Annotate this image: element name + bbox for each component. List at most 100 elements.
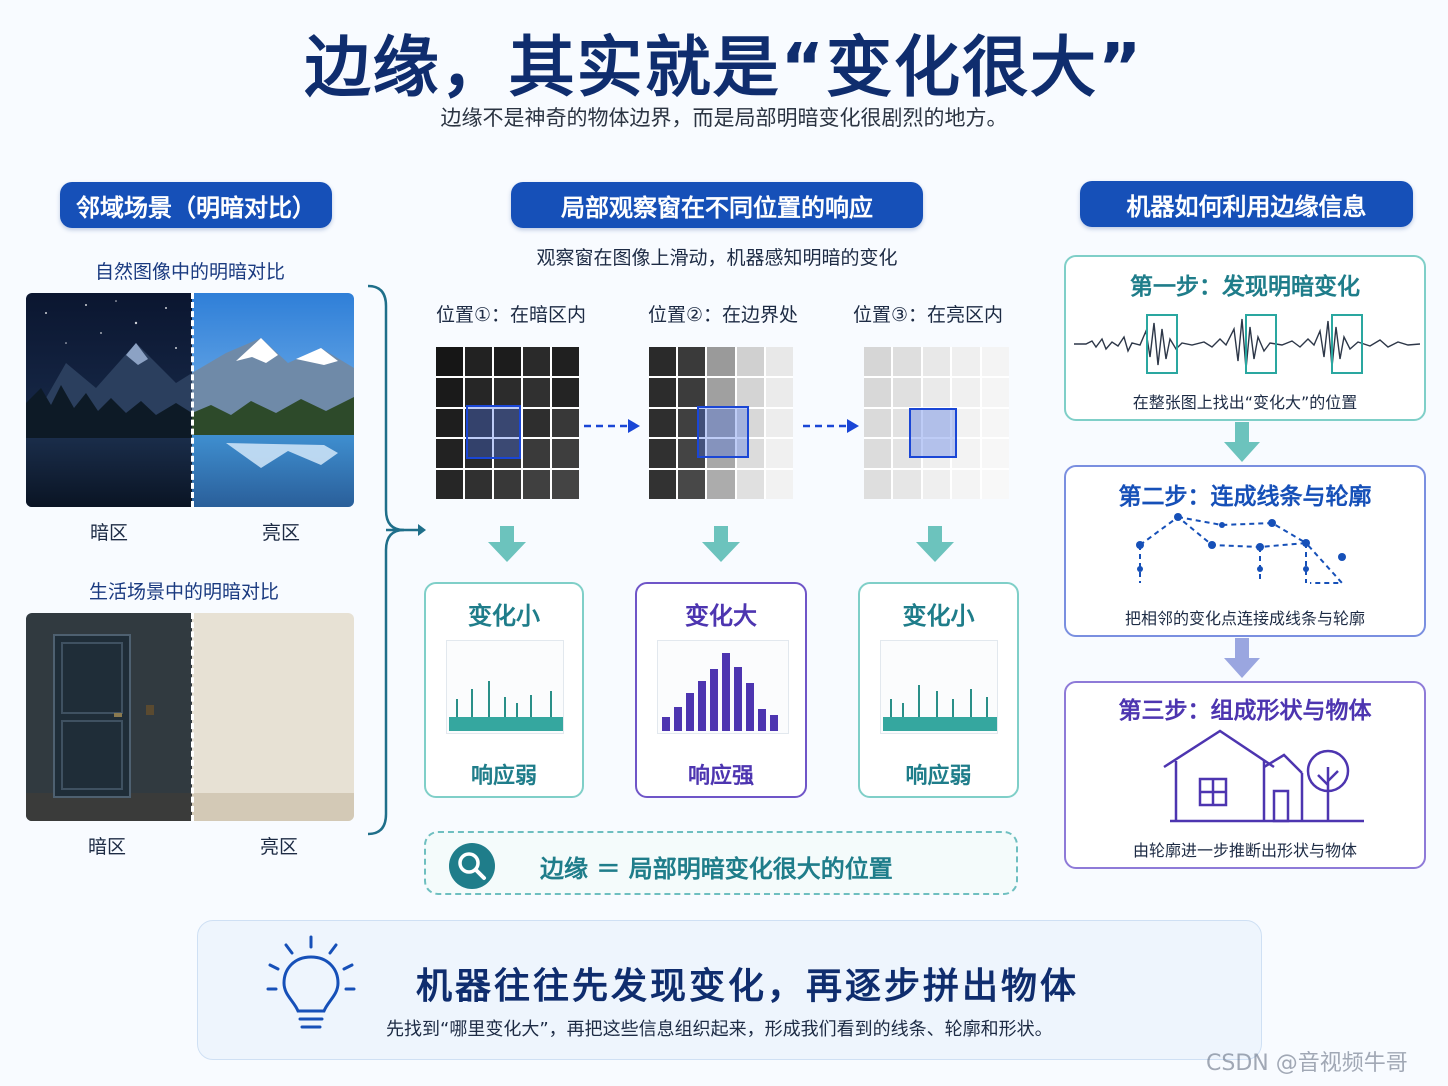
life-split-line (191, 613, 194, 821)
life-caption: 生活场景中的明暗对比 (88, 581, 279, 603)
grid-cell (922, 470, 951, 499)
step-1-caption: 在整张图上找出“变化大”的位置 (1132, 393, 1358, 412)
grid-cell (893, 470, 921, 499)
grid-cell (736, 347, 764, 376)
left-section-pill: 邻域场景（明暗对比） (60, 182, 332, 228)
observe-window-2 (697, 406, 749, 458)
nature-caption: 自然图像中的明暗对比 (94, 261, 285, 283)
grid-cell (736, 408, 764, 438)
down-arrow-icon (1224, 638, 1260, 678)
grid-cell (678, 377, 706, 407)
grid-cell (552, 377, 579, 407)
bracket-arrow-icon (367, 284, 426, 836)
page-subtitle: 边缘不是神奇的物体边界，而是局部明暗变化很剧烈的地方。 (440, 106, 1008, 130)
response-title: 变化小 (468, 602, 540, 630)
grid-cell (864, 408, 892, 438)
right-arrow-icon (584, 419, 640, 433)
tree-icon (1306, 749, 1350, 821)
grid-cell (465, 347, 492, 376)
grid-cell (893, 408, 921, 438)
down-arrow-icon (1224, 422, 1260, 462)
grid-cell (922, 377, 951, 407)
response-title: 变化小 (902, 602, 975, 630)
grid-cell (678, 439, 706, 469)
position-3-label: 位置③：在亮区内 (853, 304, 1004, 326)
step-1-box: 第一步：发现明暗变化 在整张图上找出“变化大”的位置 (1064, 255, 1426, 421)
nature-split-line (191, 293, 194, 507)
grid-cell (436, 439, 463, 469)
position-1-label: 位置①：在暗区内 (436, 304, 587, 326)
response-chart-weak (880, 640, 998, 734)
grid-cell (678, 347, 706, 376)
step-1-title: 第一步：发现明暗变化 (1130, 274, 1360, 300)
response-title: 变化大 (685, 602, 757, 630)
grid-cell (736, 439, 764, 469)
grid-cell (981, 408, 1009, 438)
grid-cell (436, 470, 463, 499)
response-bars (662, 653, 778, 731)
down-arrow-icon (916, 526, 954, 562)
grid-cell (893, 377, 921, 407)
step-3-title: 第三步：组成形状与物体 (1118, 698, 1372, 724)
grid-cell (864, 470, 892, 499)
grid-cell (864, 439, 892, 469)
grid-cell (736, 470, 764, 499)
grid-cell (436, 347, 463, 376)
down-arrow-icon (488, 526, 526, 562)
grid-cell (649, 470, 677, 499)
grid-cell (465, 377, 492, 407)
grid-cell (952, 347, 980, 376)
response-spikes (883, 685, 997, 731)
lightbulb-icon (266, 935, 356, 1029)
grid-dark (436, 347, 579, 499)
grid-cell (678, 408, 706, 438)
grid-cell (465, 470, 492, 499)
grid-cell (436, 377, 463, 407)
middle-section-pill: 局部观察窗在不同位置的响应 (511, 182, 923, 228)
response-box-strong: 变化大 响应强 (635, 582, 807, 798)
bottom-headline: 机器往往先发现变化，再逐步拼出物体 (416, 966, 1080, 1007)
watermark: CSDN @音视频牛哥 (1206, 1051, 1408, 1076)
grid-cell (465, 439, 492, 469)
grid-cell (765, 470, 793, 499)
grid-cell (981, 470, 1009, 499)
grid-cell (649, 408, 677, 438)
grid-cell (465, 408, 492, 438)
grid-cell (494, 439, 521, 469)
nature-bright-label: 亮区 (262, 522, 301, 544)
middle-subtitle: 观察窗在图像上滑动，机器感知明暗的变化 (536, 247, 898, 269)
grid-cell (707, 408, 735, 438)
page-title: 边缘，其实就是“变化很大” (304, 29, 1144, 106)
nature-dark-label: 暗区 (90, 522, 129, 544)
grid-cell (649, 377, 677, 407)
grid-bright (864, 347, 1009, 499)
grid-cell (736, 377, 764, 407)
grid-cell (494, 408, 521, 438)
left-pill-label: 邻域场景（明暗对比） (76, 193, 316, 222)
grid-cell (981, 377, 1009, 407)
right-arrow-icon (803, 419, 859, 433)
life-dark-label: 暗区 (88, 836, 127, 858)
bottom-panel: 机器往往先发现变化，再逐步拼出物体 先找到“哪里变化大”，再把这些信息组织起来，… (197, 920, 1262, 1060)
contour-points (1136, 513, 1346, 584)
response-chart-weak (446, 640, 564, 734)
grid-cell (922, 439, 951, 469)
grid-cell (436, 408, 463, 438)
step-2-title: 第二步：连成线条与轮廓 (1118, 484, 1372, 510)
formula-text: 边缘 ＝ 局部明暗变化很大的位置 (540, 855, 893, 883)
response-foot: 响应弱 (905, 764, 972, 789)
grid-cell (952, 470, 980, 499)
grid-cell (552, 439, 579, 469)
observe-window-3 (909, 408, 957, 458)
grid-cell (981, 439, 1009, 469)
grid-cell (765, 408, 793, 438)
formula-box: 边缘 ＝ 局部明暗变化很大的位置 (424, 831, 1018, 895)
grid-cell (649, 347, 677, 376)
response-box-weak-1: 变化小 响应弱 (424, 582, 584, 798)
grid-cell (893, 439, 921, 469)
grid-cell (523, 408, 550, 438)
observe-window-1 (466, 405, 521, 459)
bottom-text: 先找到“哪里变化大”，再把这些信息组织起来，形成我们看到的线条、轮廓和形状。 (386, 1019, 1053, 1040)
position-2-label: 位置②：在边界处 (648, 304, 799, 326)
right-section-pill: 机器如何利用边缘信息 (1080, 181, 1413, 227)
